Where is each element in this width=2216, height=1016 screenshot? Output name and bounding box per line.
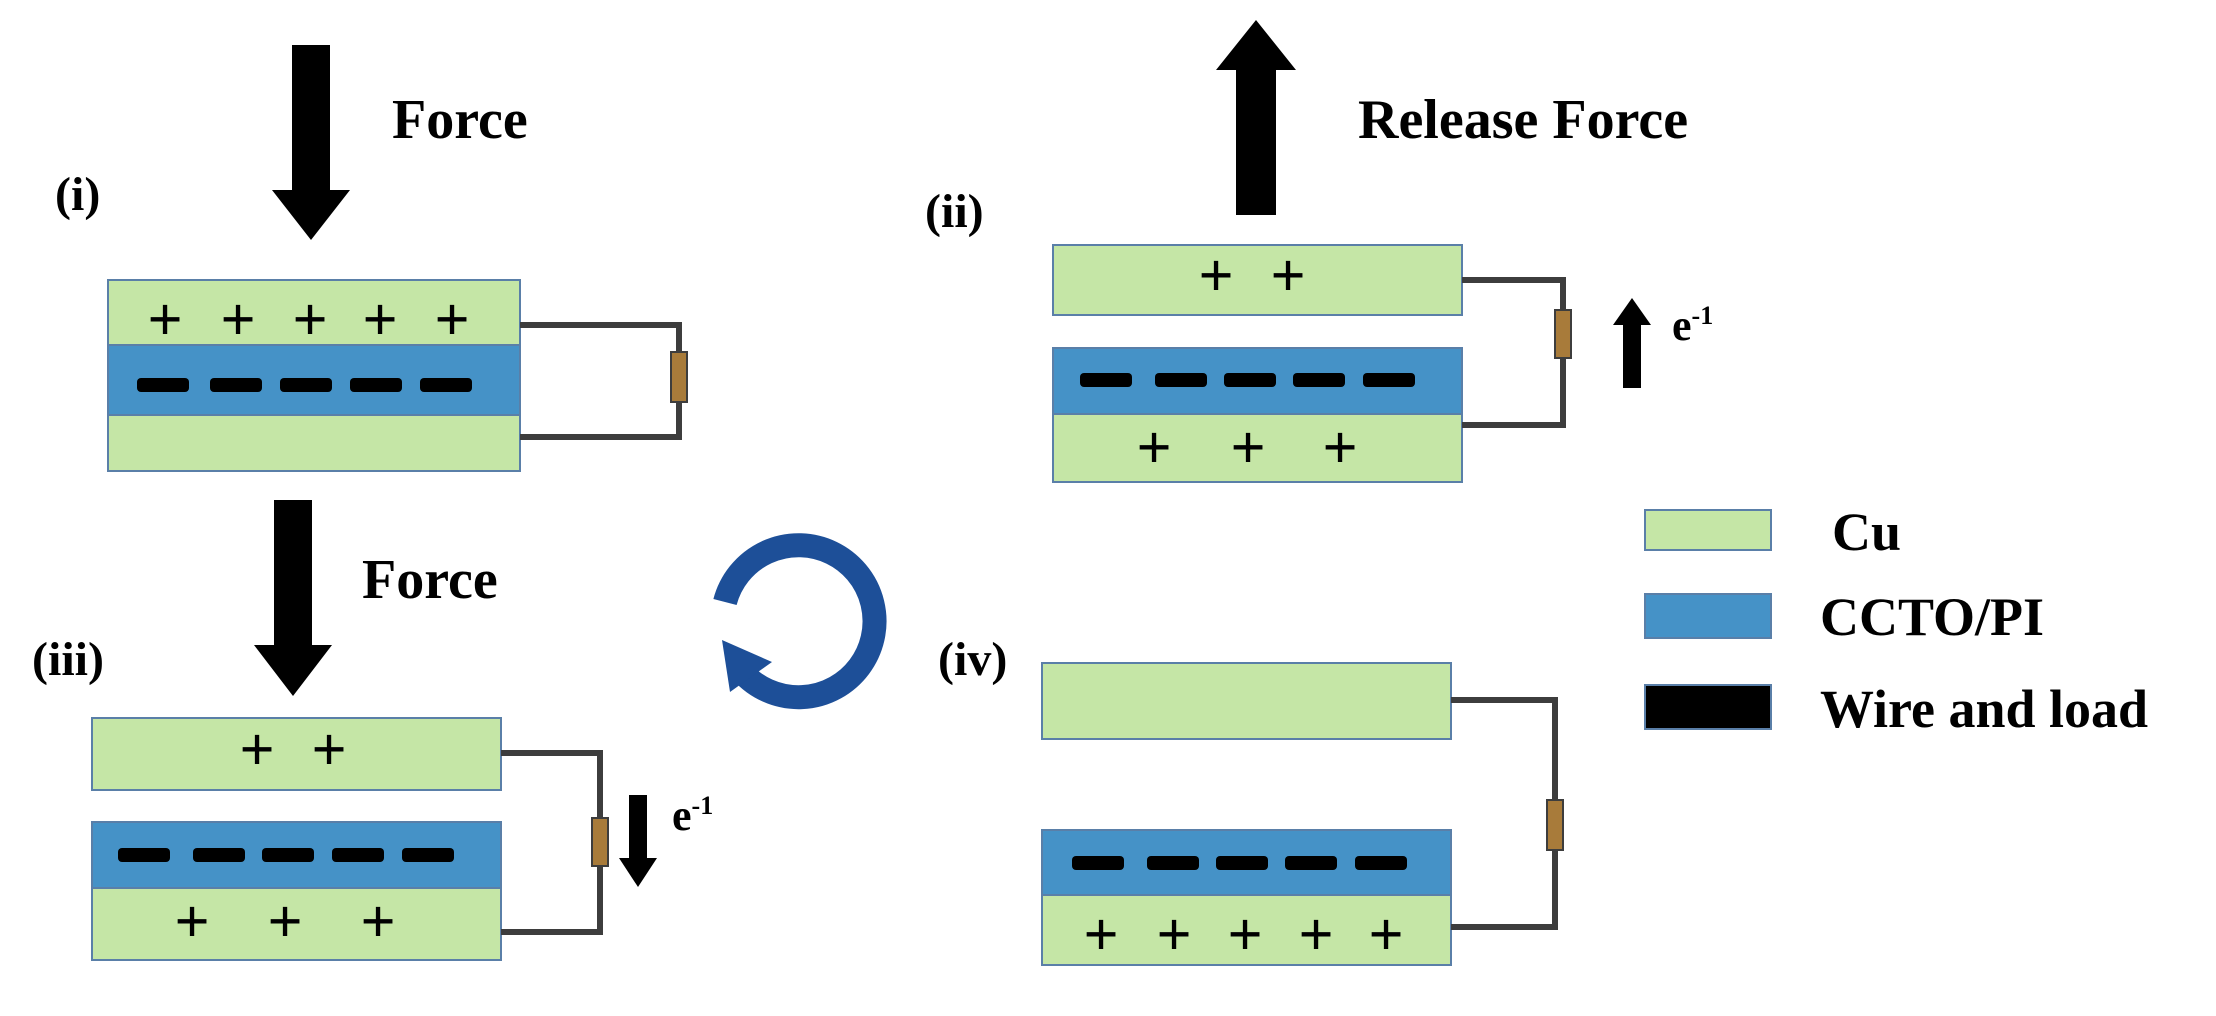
- panel-i: (i) Force + + + + +: [55, 45, 688, 472]
- panel-iv: (iv) + + + + +: [938, 633, 1564, 969]
- plus-charge: +: [362, 286, 397, 354]
- minus-charges-ii: [1080, 373, 1415, 387]
- plus-charges-iv: + + + + +: [1083, 901, 1403, 969]
- cu-layer-top-iii: [91, 717, 502, 791]
- wire-iv: [1451, 697, 1558, 930]
- plus-charge: +: [1083, 901, 1118, 969]
- legend-swatch-wire-load: [1644, 684, 1772, 730]
- arrow-up-icon: [1613, 298, 1651, 388]
- plus-charge: +: [1136, 414, 1171, 482]
- minus-charge: [262, 848, 314, 862]
- panel-iv-label: (iv): [938, 633, 1007, 686]
- legend-swatch-cu: [1644, 509, 1772, 551]
- release-force-label: Release Force: [1358, 89, 1688, 151]
- plus-charge: +: [1156, 901, 1191, 969]
- plus-charges-ii-top: + +: [1198, 242, 1305, 310]
- panel-iii: (iii) Force + + + + + e-1: [32, 500, 713, 961]
- cu-layer-bottom-iv: [1041, 894, 1452, 966]
- plus-charge: +: [1298, 901, 1333, 969]
- minus-charge: [402, 848, 454, 862]
- plus-charges-i: + + + + +: [147, 286, 469, 354]
- minus-charge: [118, 848, 170, 862]
- panel-i-label: (i): [55, 168, 100, 221]
- minus-charge: [1155, 373, 1207, 387]
- load-iii: [591, 817, 609, 867]
- plus-charge: +: [360, 888, 395, 956]
- minus-charge: [420, 378, 472, 392]
- force-label-i: Force: [392, 89, 528, 151]
- plus-charge: +: [434, 286, 469, 354]
- plus-charge: +: [1198, 242, 1233, 310]
- plus-charges-iii-bottom: + + +: [174, 888, 395, 956]
- cu-layer-bottom-iii: [91, 887, 502, 961]
- minus-charge: [1293, 373, 1345, 387]
- panel-ii: (ii) Release Force + + + + + e-1: [925, 20, 1713, 483]
- minus-charge: [1072, 856, 1124, 870]
- arrow-down-icon: [272, 45, 350, 240]
- panel-iii-label: (iii): [32, 633, 104, 686]
- legend: Cu CCTO/PI Wire and load: [1644, 502, 2148, 739]
- minus-charges-i: [137, 378, 472, 392]
- arrow-down-icon: [619, 795, 657, 887]
- legend-label-ccto-pi: CCTO/PI: [1820, 587, 2044, 647]
- load-iv: [1546, 799, 1564, 851]
- minus-charge: [1216, 856, 1268, 870]
- legend-swatch-ccto-pi: [1644, 593, 1772, 639]
- plus-charge: +: [1368, 901, 1403, 969]
- minus-charge: [1285, 856, 1337, 870]
- cu-layer-bottom-i: [107, 414, 521, 472]
- minus-charges-iii: [118, 848, 454, 862]
- legend-label-cu: Cu: [1832, 502, 1901, 562]
- plus-charge: +: [1322, 414, 1357, 482]
- plus-charge: +: [311, 716, 346, 784]
- force-label-iii: Force: [362, 549, 498, 611]
- plus-charge: +: [292, 286, 327, 354]
- wire-i: [520, 322, 682, 440]
- plus-charges-iii-top: + +: [239, 716, 346, 784]
- plus-charge: +: [174, 888, 209, 956]
- plus-charge: +: [239, 716, 274, 784]
- cu-layer-top-ii: [1052, 244, 1463, 316]
- plus-charges-ii-bottom: + + +: [1136, 414, 1357, 482]
- load-ii: [1554, 309, 1572, 359]
- minus-charges-iv: [1072, 856, 1407, 870]
- cu-layer-top-iv: [1041, 662, 1452, 740]
- plus-charge: +: [1230, 414, 1265, 482]
- electron-label-iii: e-1: [672, 791, 713, 840]
- arrow-up-icon: [1216, 20, 1296, 215]
- minus-charge: [210, 378, 262, 392]
- cycle-arrow-icon: [713, 533, 887, 710]
- wire-iii: [501, 750, 603, 935]
- plus-charge: +: [1227, 901, 1262, 969]
- minus-charge: [1224, 373, 1276, 387]
- cu-layer-bottom-ii: [1052, 413, 1463, 483]
- minus-charge: [332, 848, 384, 862]
- electron-label-ii: e-1: [1672, 301, 1713, 350]
- load-i: [670, 351, 688, 403]
- plus-charge: +: [220, 286, 255, 354]
- minus-charge: [193, 848, 245, 862]
- minus-charge: [280, 378, 332, 392]
- minus-charge: [1355, 856, 1407, 870]
- panel-ii-label: (ii): [925, 185, 984, 238]
- minus-charge: [137, 378, 189, 392]
- arrow-down-icon: [254, 500, 332, 696]
- plus-charge: +: [1270, 242, 1305, 310]
- legend-label-wire-load: Wire and load: [1820, 679, 2148, 739]
- minus-charge: [1147, 856, 1199, 870]
- minus-charge: [1363, 373, 1415, 387]
- minus-charge: [350, 378, 402, 392]
- wire-ii: [1462, 277, 1566, 428]
- minus-charge: [1080, 373, 1132, 387]
- cu-layer-top-i: [107, 279, 521, 346]
- plus-charge: +: [267, 888, 302, 956]
- plus-charge: +: [147, 286, 182, 354]
